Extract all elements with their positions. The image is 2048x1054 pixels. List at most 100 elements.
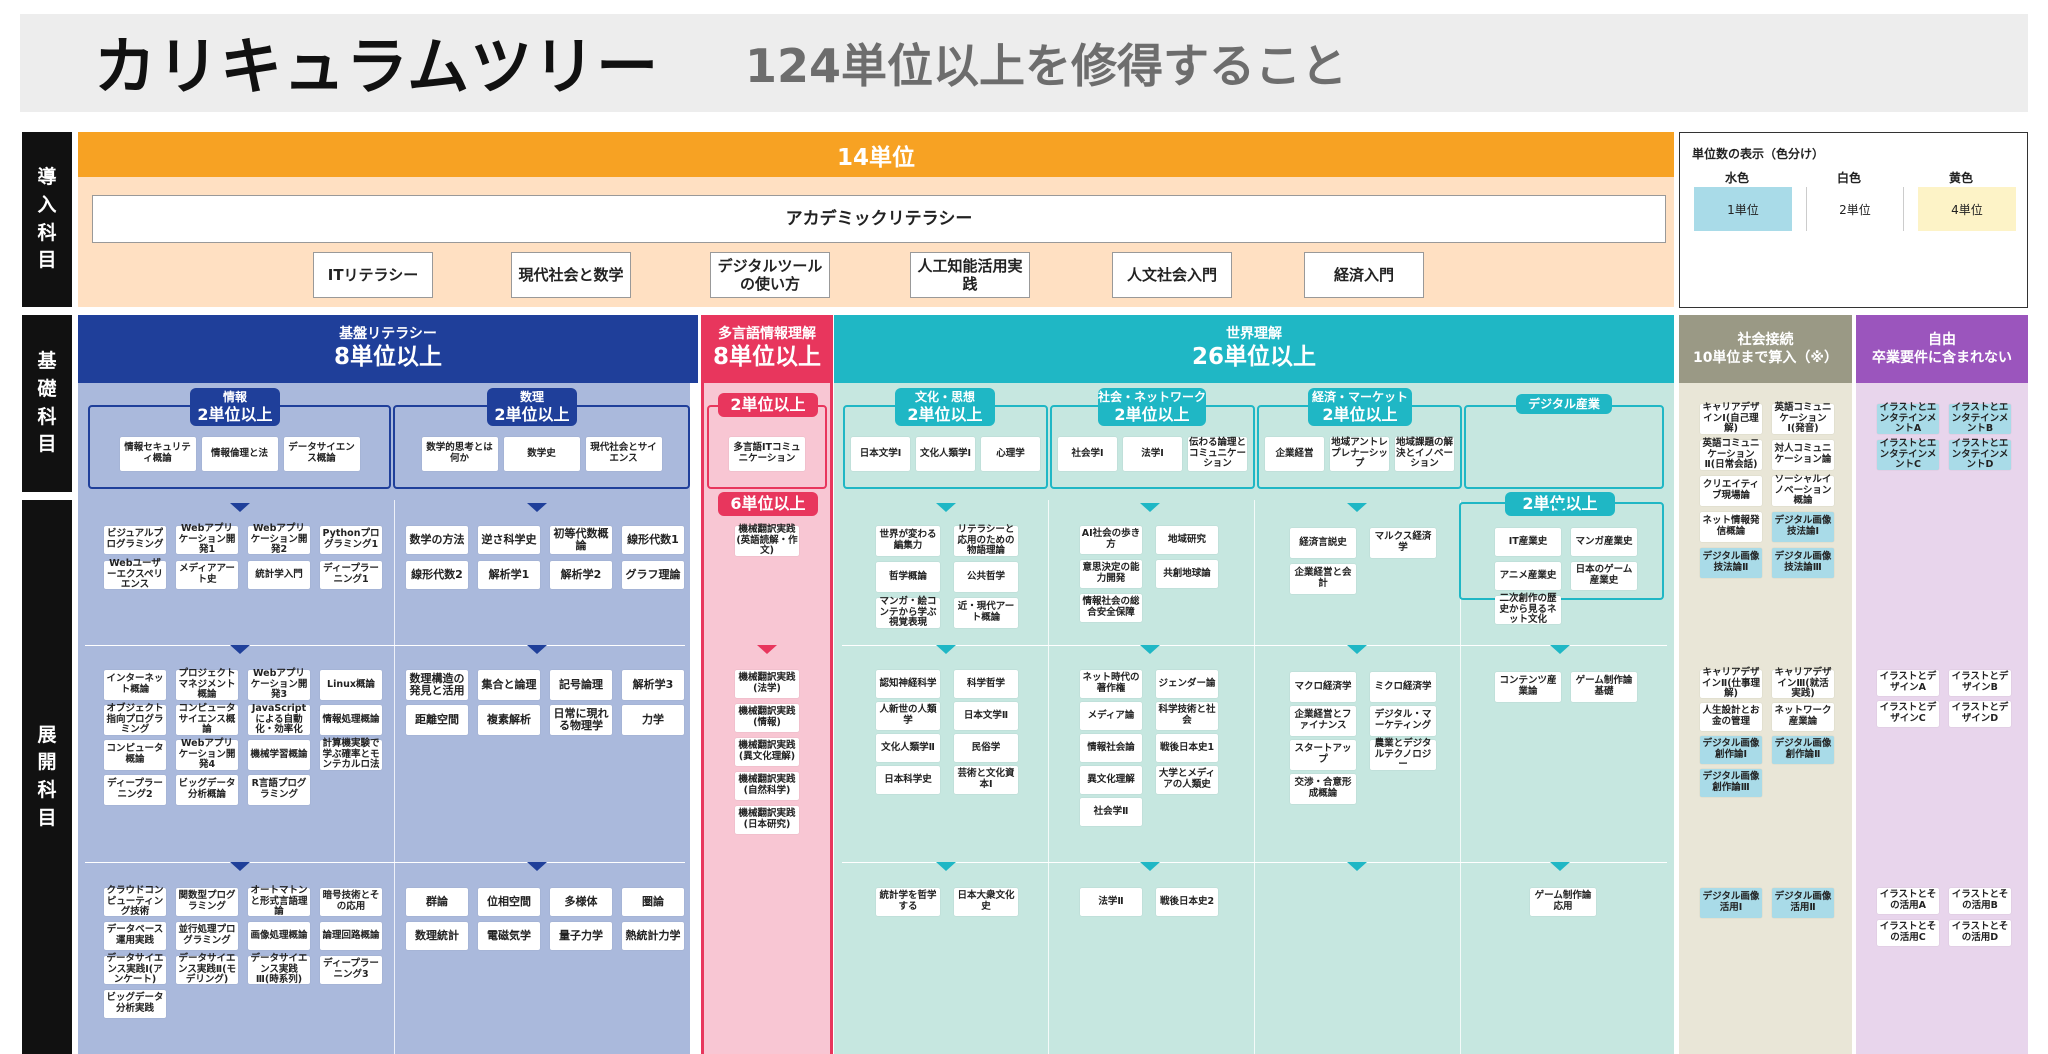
course-card[interactable]: 線形代数2 bbox=[406, 561, 468, 589]
course-card[interactable]: ジェンダー論 bbox=[1156, 670, 1218, 698]
course-card[interactable]: 人新世の人類学 bbox=[876, 702, 940, 730]
course-card[interactable]: イラストとエンタテインメントA bbox=[1877, 402, 1939, 434]
course-card[interactable]: イラストとその活用C bbox=[1877, 920, 1939, 946]
course-card[interactable]: データサイエンス実践Ⅰ(アンケート) bbox=[104, 953, 166, 985]
course-card[interactable]: リテラシーと応用のための物語理論 bbox=[954, 524, 1018, 556]
course-card[interactable]: イラストとその活用D bbox=[1949, 920, 2011, 946]
course-card[interactable]: コンピュータサイエンス概論 bbox=[176, 703, 238, 735]
course-card[interactable]: コンピュータ概論 bbox=[104, 740, 166, 770]
course-card[interactable]: イラストとデザインB bbox=[1949, 670, 2011, 696]
course-card[interactable]: マンガ産業史 bbox=[1571, 528, 1637, 556]
course-card[interactable]: 機械翻訳実践(法学) bbox=[735, 670, 799, 698]
course-card[interactable]: イラストとエンタテインメントB bbox=[1949, 402, 2011, 434]
course-card[interactable]: 数理構造の発見と活用 bbox=[406, 670, 468, 700]
course-card[interactable]: デジタル画像創作論Ⅰ bbox=[1700, 736, 1762, 764]
course-card[interactable]: ディープラーニング1 bbox=[320, 561, 382, 589]
course-card[interactable]: イラストとデザインD bbox=[1949, 701, 2011, 727]
course-card[interactable]: 戦後日本史1 bbox=[1156, 734, 1218, 762]
course-card[interactable]: 初等代数概論 bbox=[550, 526, 612, 554]
course-card[interactable]: 世界が変わる編集力 bbox=[876, 526, 940, 556]
course-card[interactable]: オブジェクト指向プログラミング bbox=[104, 703, 166, 735]
course-card[interactable]: Webアプリケーション開発1 bbox=[176, 523, 238, 555]
course-card[interactable]: 現代社会とサイエンス bbox=[585, 437, 662, 471]
course-card[interactable]: 地域研究 bbox=[1156, 526, 1218, 554]
course-card[interactable]: 圏論 bbox=[622, 888, 684, 916]
course-card[interactable]: ゲーム制作論応用 bbox=[1530, 888, 1596, 916]
course-card[interactable]: グラフ理論 bbox=[622, 561, 684, 589]
course-card[interactable]: 位相空間 bbox=[478, 888, 540, 916]
course-card[interactable]: ディープラーニング3 bbox=[320, 956, 382, 984]
course-card[interactable]: 数学の方法 bbox=[406, 526, 468, 554]
course-card[interactable]: 統計学入門 bbox=[248, 561, 310, 589]
course-card[interactable]: 心理学 bbox=[981, 437, 1040, 471]
course-card[interactable]: データサイエンス実践Ⅲ(時系列) bbox=[248, 953, 310, 985]
course-card[interactable]: IT産業史 bbox=[1495, 528, 1561, 556]
course-card[interactable]: 公共哲学 bbox=[954, 562, 1018, 592]
course-card[interactable]: キャリアデザインⅡ(仕事理解) bbox=[1700, 667, 1762, 700]
course-card[interactable]: アニメ産業史 bbox=[1495, 562, 1561, 590]
course-card[interactable]: デジタル・マーケティング bbox=[1370, 706, 1436, 736]
course-card[interactable]: 日本科学史 bbox=[876, 766, 940, 794]
course-card[interactable]: 機械翻訳実践(自然科学) bbox=[735, 772, 799, 800]
course-card[interactable]: インターネット概論 bbox=[104, 670, 166, 700]
course-card[interactable]: イラストとエンタテインメントC bbox=[1877, 438, 1939, 470]
intro-course[interactable]: デジタルツールの使い方 bbox=[710, 252, 830, 298]
course-card[interactable]: Pythonプログラミング1 bbox=[320, 526, 382, 554]
course-card[interactable]: 多様体 bbox=[550, 888, 612, 916]
course-card[interactable]: マンガ・絵コンテから学ぶ視覚表現 bbox=[876, 596, 940, 628]
course-card[interactable]: ビッグデータ分析概論 bbox=[176, 775, 238, 805]
course-card[interactable]: 並行処理プログラミング bbox=[176, 922, 238, 950]
course-card[interactable]: 量子力学 bbox=[550, 922, 612, 950]
course-card[interactable]: 情報社会論 bbox=[1080, 734, 1142, 762]
course-card[interactable]: 記号論理 bbox=[550, 670, 612, 700]
course-card[interactable]: 数学的思考とは何か bbox=[421, 437, 498, 471]
course-card[interactable]: ネット時代の著作権 bbox=[1080, 670, 1142, 698]
course-card[interactable]: 科学技術と社会 bbox=[1156, 702, 1218, 730]
course-card[interactable]: 暗号技術とその応用 bbox=[320, 888, 382, 916]
course-card[interactable]: 集合と論理 bbox=[478, 670, 540, 700]
course-card[interactable]: デジタル画像技法論Ⅲ bbox=[1772, 548, 1834, 578]
course-card[interactable]: 数理統計 bbox=[406, 922, 468, 950]
course-card[interactable]: 計算機実験で学ぶ確率とモンテカルロ法 bbox=[320, 738, 382, 770]
course-card[interactable]: ネットワーク産業論 bbox=[1772, 703, 1834, 731]
course-card[interactable]: 機械翻訳実践(英語読解・作文) bbox=[735, 524, 799, 557]
course-card[interactable]: 人生設計とお金の管理 bbox=[1700, 703, 1762, 731]
course-card[interactable]: メディア論 bbox=[1080, 702, 1142, 730]
course-card[interactable]: ビッグデータ分析実践 bbox=[104, 990, 166, 1018]
course-card[interactable]: ソーシャルイノベーション概論 bbox=[1772, 474, 1834, 506]
course-card[interactable]: クリエイティブ現場論 bbox=[1700, 476, 1762, 506]
course-card[interactable]: 農業とデジタルテクノロジー bbox=[1370, 738, 1436, 770]
course-card[interactable]: 解析学2 bbox=[550, 561, 612, 589]
course-card[interactable]: 哲学概論 bbox=[876, 562, 940, 592]
course-card[interactable]: 論理回路概論 bbox=[320, 922, 382, 950]
course-card[interactable]: 地域課題の解決とイノベーション bbox=[1395, 437, 1454, 471]
course-card[interactable]: 意思決定の能力開発 bbox=[1080, 560, 1142, 588]
course-card[interactable]: メディアアート史 bbox=[176, 561, 238, 589]
course-card[interactable]: 法学Ⅰ bbox=[1123, 437, 1182, 471]
course-card[interactable]: JavaScriptによる自動化・効率化 bbox=[248, 703, 310, 735]
course-card[interactable]: デジタル画像技法論Ⅱ bbox=[1700, 548, 1762, 578]
course-card[interactable]: 解析学3 bbox=[622, 670, 684, 700]
course-card[interactable]: 戦後日本史2 bbox=[1156, 888, 1218, 916]
course-card[interactable]: 近・現代アート概論 bbox=[954, 598, 1018, 628]
course-card[interactable]: Webアプリケーション開発2 bbox=[248, 523, 310, 555]
intro-course[interactable]: 人工知能活用実践 bbox=[910, 252, 1030, 298]
course-card[interactable]: 関数型プログラミング bbox=[176, 888, 238, 916]
course-card[interactable]: ミクロ経済学 bbox=[1370, 672, 1436, 702]
course-card[interactable]: 逆さ科学史 bbox=[478, 526, 540, 554]
course-card[interactable]: 力学 bbox=[622, 705, 684, 735]
course-card[interactable]: 大学とメディアの人類史 bbox=[1156, 766, 1218, 794]
course-card[interactable]: 画像処理概論 bbox=[248, 922, 310, 950]
course-card[interactable]: 情報セキュリティ概論 bbox=[119, 437, 196, 471]
course-card[interactable]: 経済言説史 bbox=[1290, 528, 1356, 558]
course-card[interactable]: 解析学1 bbox=[478, 561, 540, 589]
course-card[interactable]: 日本のゲーム産業史 bbox=[1571, 562, 1637, 590]
course-card[interactable]: 電磁気学 bbox=[478, 922, 540, 950]
course-card[interactable]: デジタル画像活用Ⅰ bbox=[1700, 888, 1762, 918]
course-card[interactable]: 文化人類学Ⅰ bbox=[916, 437, 975, 471]
intro-course[interactable]: 人文社会入門 bbox=[1112, 252, 1232, 298]
course-card[interactable]: 機械翻訳実践(日本研究) bbox=[735, 806, 799, 834]
course-card[interactable]: キャリアデザインⅠ(自己理解) bbox=[1700, 402, 1762, 434]
course-card[interactable]: ビジュアルプログラミング bbox=[104, 526, 166, 554]
course-card[interactable]: 機械翻訳実践(異文化理解) bbox=[735, 738, 799, 766]
